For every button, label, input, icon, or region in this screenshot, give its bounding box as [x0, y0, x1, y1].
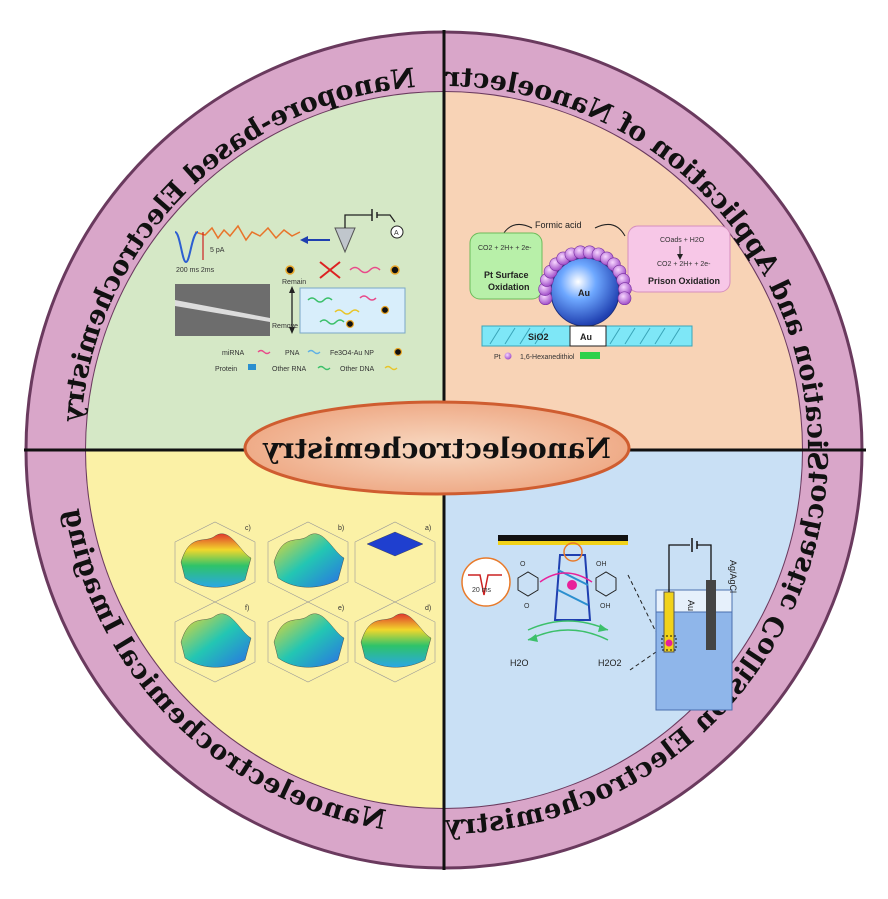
remove-label: Remove [272, 323, 298, 330]
nanoelectrode-panel: Formic acid CO2 + 2H+ + 2e- Pt Surface O… [469, 220, 731, 361]
trace-time-label: 200 ms 2ms [176, 267, 215, 274]
svg-text:Pt: Pt [494, 354, 501, 361]
pt-bead [617, 291, 632, 306]
surface-plot: a) [354, 521, 436, 603]
svg-text:1,6-Hexanedithiol: 1,6-Hexanedithiol [520, 354, 575, 361]
surface-plot-letter: f) [245, 605, 249, 612]
surface-plot-letter: b) [338, 525, 344, 532]
surface-plot: d) [354, 601, 436, 683]
svg-text:OH: OH [596, 561, 607, 568]
svg-text:Prison Oxidation: Prison Oxidation [648, 276, 720, 286]
imaging-panel: c) b) a) f) e) d) [174, 521, 436, 683]
reagent-water: H2O [510, 658, 529, 668]
reagent-peroxide: H2O2 [598, 658, 622, 668]
center-title: Nanoelectrochemistry [262, 432, 610, 465]
nanopore-panel: 5 pA 200 ms 2ms A Remain Remove [174, 209, 406, 373]
svg-text:CO2 + 2H+ + 2e-: CO2 + 2H+ + 2e- [478, 245, 532, 252]
svg-text:Oxidation: Oxidation [488, 282, 530, 292]
svg-text:Protein: Protein [215, 366, 237, 373]
remain-label: Remain [282, 279, 306, 286]
svg-text:20 ms: 20 ms [472, 587, 492, 594]
reference-electrode-label: Ag/AgCl [728, 560, 738, 593]
svg-text:Fe3O4-Au NP: Fe3O4-Au NP [330, 350, 374, 357]
au-electrode [569, 325, 607, 347]
electrochemical-cell [655, 538, 733, 711]
svg-text:COads + H2O: COads + H2O [660, 237, 705, 244]
surface-plot-letter: a) [425, 525, 431, 532]
surface-plot: f) [174, 601, 256, 683]
svg-text:OH: OH [600, 603, 611, 610]
collision-panel: O O OH OH 20 ms H2O H2O2 [461, 535, 738, 711]
svg-text:O: O [524, 603, 530, 610]
nanopore-legend: Fe3O4-Au NP PNA miRNA Other DNA Other RN… [215, 347, 403, 373]
surface-plot-letter: e) [338, 605, 344, 612]
svg-text:SiO2: SiO2 [528, 332, 549, 342]
svg-text:Au: Au [578, 288, 590, 298]
trace-scale-label: 5 pA [210, 247, 225, 254]
svg-text:CO2 + 2H+ + 2e-: CO2 + 2H+ + 2e- [657, 261, 711, 268]
pt-shell-beads [538, 245, 632, 306]
ammeter-icon [390, 225, 404, 239]
current-trace-spike [174, 231, 199, 264]
working-electrode-label: Au [686, 600, 696, 611]
svg-text:PNA: PNA [285, 350, 300, 357]
formic-acid-label: Formic acid [535, 220, 582, 230]
svg-text:A: A [394, 230, 399, 237]
surface-plot: c) [174, 521, 256, 603]
svg-text:Au: Au [580, 332, 592, 342]
center-ellipse [243, 400, 631, 496]
surface-plot-letter: c) [245, 525, 251, 532]
current-trace [194, 224, 301, 242]
pt-surface-oxidation-box [469, 232, 543, 300]
svg-text:Other DNA: Other DNA [340, 366, 375, 373]
surface-plot-letter: d) [425, 605, 431, 612]
prison-oxidation-box [627, 225, 731, 293]
surface-plot: b) [267, 521, 349, 603]
surface-plot: e) [267, 601, 349, 683]
svg-text:Other RNA: Other RNA [272, 366, 307, 373]
svg-text:Pt Surface: Pt Surface [484, 270, 529, 280]
svg-text:miRNA: miRNA [222, 350, 244, 357]
svg-text:O: O [520, 561, 526, 568]
